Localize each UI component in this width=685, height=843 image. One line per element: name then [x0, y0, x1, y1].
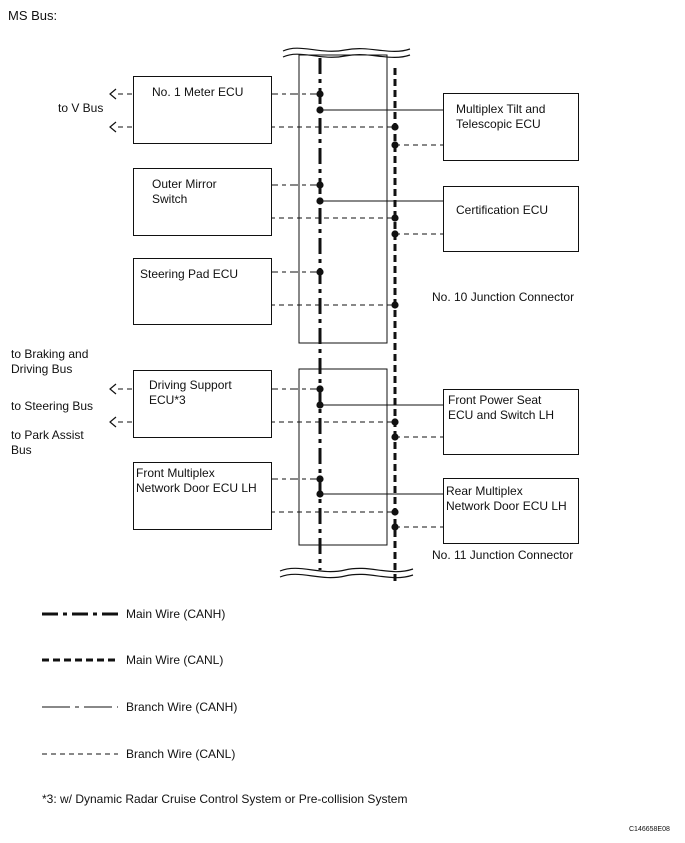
legend-label-main-canl: Main Wire (CANL) — [126, 653, 224, 667]
legend-label-main-canh: Main Wire (CANH) — [126, 607, 226, 621]
junction-label-11: No. 11 Junction Connector — [432, 548, 574, 562]
ecu-box-rear-door: Rear Multiplex Network Door ECU LH — [443, 478, 579, 544]
junction-label-10: No. 10 Junction Connector — [432, 290, 575, 304]
footnote: *3: w/ Dynamic Radar Cruise Control Syst… — [42, 792, 408, 806]
ecu-label: No. 1 Meter ECU — [152, 85, 244, 99]
ecu-label: Steering Pad ECU — [140, 267, 239, 281]
ecu-label: Certification ECU — [456, 203, 549, 217]
figure-id: C146658E08 — [629, 826, 670, 833]
diagram-title: MS Bus: — [8, 8, 58, 23]
ecu-box-power-seat: Front Power Seat ECU and Switch LH — [443, 389, 579, 455]
junction-connector-11-outline — [298, 368, 388, 546]
branch-wires-canh — [270, 93, 443, 495]
bus-label-park-assist: to Park Assist Bus — [11, 428, 84, 457]
break-mark-bottom — [279, 573, 414, 579]
legend-label-branch-canl: Branch Wire (CANL) — [126, 747, 236, 761]
ecu-box-steering-pad: Steering Pad ECU — [133, 258, 272, 325]
junction-connector-10-outline — [298, 54, 388, 344]
branch-wires-canl — [118, 93, 443, 528]
break-mark-top — [282, 47, 411, 52]
ecu-label: Outer Mirror Switch — [152, 177, 217, 206]
ecu-box-front-door: Front Multiplex Network Door ECU LH — [133, 462, 272, 530]
bus-label-v: to V Bus — [58, 101, 104, 115]
ecu-label: Front Multiplex Network Door ECU LH — [136, 466, 257, 495]
ecu-box-certification: Certification ECU — [443, 186, 579, 252]
ecu-box-tilt-telescopic: Multiplex Tilt and Telescopic ECU — [443, 93, 579, 161]
bus-label-braking: to Braking and Driving Bus — [11, 347, 89, 376]
splice-dots — [316, 90, 399, 531]
legend-label-branch-canh: Branch Wire (CANH) — [126, 700, 238, 714]
break-mark-top — [282, 53, 411, 58]
ecu-label: Multiplex Tilt and Telescopic ECU — [456, 102, 546, 131]
bus-label-steering: to Steering Bus — [11, 399, 94, 413]
ecu-label: Front Power Seat ECU and Switch LH — [448, 393, 555, 422]
ecu-box-meter: No. 1 Meter ECU — [133, 76, 272, 144]
ecu-box-driving-support: Driving Support ECU*3 — [133, 370, 272, 438]
arrow-icons — [109, 88, 117, 428]
ecu-label: Rear Multiplex Network Door ECU LH — [446, 484, 567, 513]
legend-samples — [42, 612, 118, 755]
ecu-box-outer-mirror: Outer Mirror Switch — [133, 168, 272, 236]
break-mark-bottom — [279, 567, 414, 573]
ecu-label: Driving Support ECU*3 — [149, 378, 232, 407]
